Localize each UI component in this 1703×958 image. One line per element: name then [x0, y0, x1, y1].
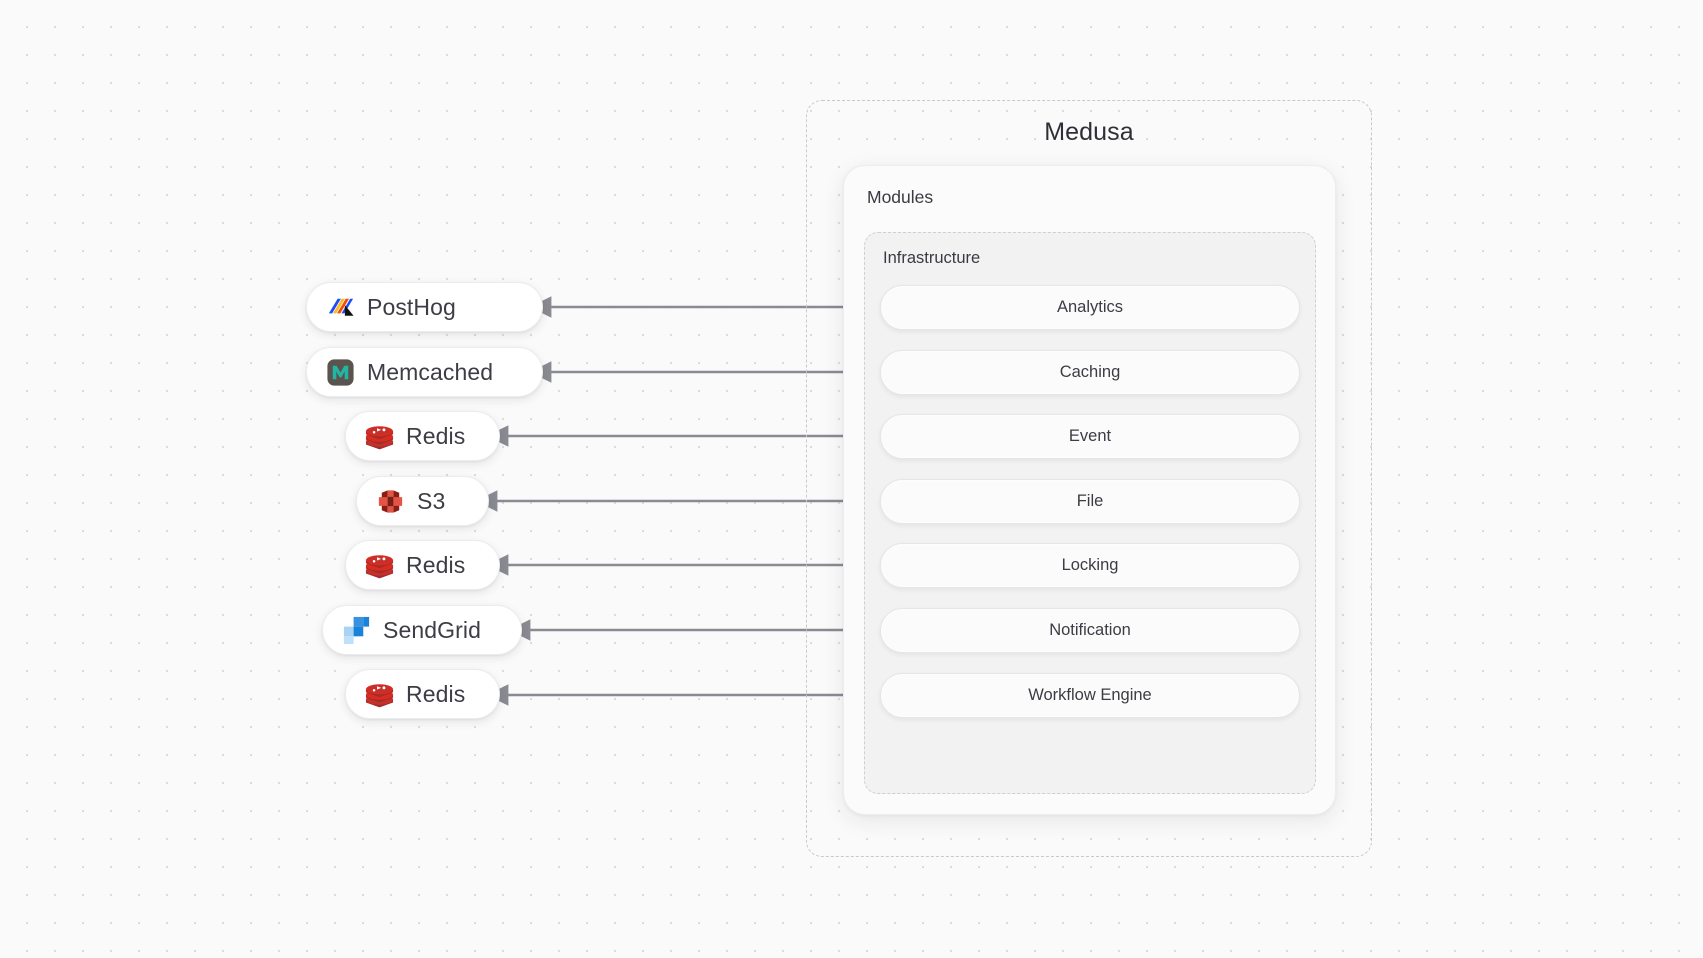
service-node-label: PostHog — [367, 293, 456, 320]
service-node[interactable]: Memcached — [306, 347, 543, 397]
medusa-title: Medusa — [1044, 118, 1134, 146]
memcached-icon — [327, 358, 354, 386]
module-pill[interactable]: Event — [880, 414, 1300, 459]
module-pill[interactable]: Notification — [880, 608, 1300, 653]
service-node[interactable]: S3 — [356, 476, 489, 526]
module-pill[interactable]: Analytics — [880, 285, 1300, 330]
service-node-label: Redis — [406, 680, 466, 707]
module-pill[interactable]: File — [880, 479, 1300, 524]
service-node[interactable]: Redis — [345, 669, 500, 719]
redis-icon — [365, 554, 394, 578]
module-pill[interactable]: Workflow Engine — [880, 673, 1300, 718]
s3-icon — [378, 489, 403, 513]
module-pill-label: File — [1076, 492, 1104, 510]
sendgrid-icon — [343, 616, 370, 644]
module-pill-label: Analytics — [1056, 298, 1124, 316]
modules-label: Modules — [867, 187, 934, 207]
service-node-label: Redis — [406, 551, 466, 578]
service-node-label: Redis — [406, 422, 466, 449]
service-node-label: S3 — [417, 487, 446, 514]
service-node[interactable]: SendGrid — [322, 605, 522, 655]
module-pill[interactable]: Caching — [880, 350, 1300, 395]
service-node-label: SendGrid — [383, 616, 481, 643]
module-pill-label: Notification — [1049, 621, 1131, 639]
module-pill-label: Caching — [1059, 363, 1121, 381]
module-pill-label: Locking — [1061, 556, 1119, 574]
posthog-icon — [328, 298, 354, 316]
module-pill[interactable]: Locking — [880, 543, 1300, 588]
medusa-group: Medusa — [806, 100, 1372, 857]
redis-icon — [365, 683, 394, 707]
service-node[interactable]: PostHog — [306, 282, 543, 332]
module-pill-label: Workflow Engine — [1028, 686, 1152, 704]
service-node[interactable]: Redis — [345, 411, 500, 461]
service-node[interactable]: Redis — [345, 540, 500, 590]
redis-icon — [365, 425, 394, 449]
infrastructure-label: Infrastructure — [883, 249, 981, 267]
module-pill-label: Event — [1068, 427, 1112, 445]
service-node-label: Memcached — [367, 358, 494, 385]
